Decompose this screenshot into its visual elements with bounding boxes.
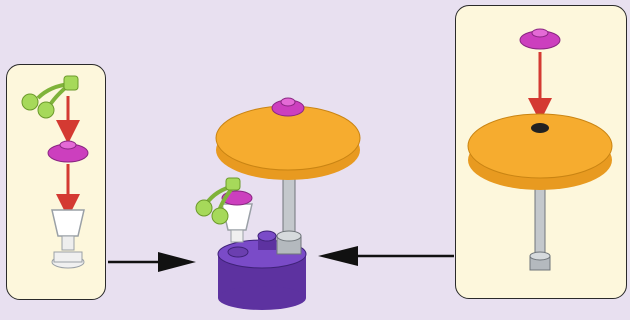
- clear-goblet-icon: [51, 209, 85, 269]
- gray-bar-with-base-icon: [529, 185, 551, 271]
- orange-round-dish-icon: [467, 113, 613, 190]
- arrow-to-model-left-icon: [108, 252, 196, 272]
- arrow-to-model-right-icon: [318, 246, 454, 266]
- magenta-flower-icon: [47, 140, 89, 163]
- lime-cherry-stem-icon: [21, 75, 79, 119]
- magenta-flower-icon: [519, 28, 561, 50]
- assembled-model-icon: [195, 97, 361, 310]
